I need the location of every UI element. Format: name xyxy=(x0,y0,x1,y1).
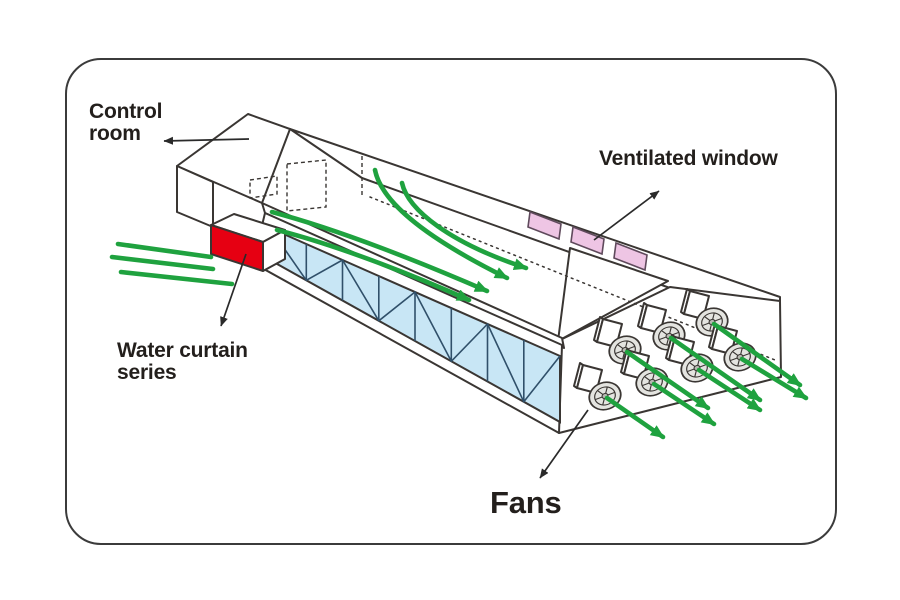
ventilated-window-2 xyxy=(570,225,605,256)
ventilated-windows-group xyxy=(527,210,648,272)
control-room-leader-arrow xyxy=(163,136,250,145)
floor-junction-dotted-line xyxy=(369,196,776,361)
interior-airflow-arrows xyxy=(269,167,529,303)
water-curtain-leader-arrow xyxy=(220,253,247,327)
control-room-label: Control room xyxy=(89,100,163,146)
ventilated-window-3 xyxy=(613,241,648,272)
ventilated-window-1 xyxy=(527,210,562,241)
water-curtain-label: Water curtain series xyxy=(117,339,248,385)
inlet-airflow-lines xyxy=(109,241,235,287)
water-curtain-box xyxy=(210,213,286,272)
fans-leader-arrow xyxy=(539,409,589,479)
fans-label: Fans xyxy=(490,485,562,520)
ventilated-window-label: Ventilated window xyxy=(599,147,778,170)
hidden-edge-dashes xyxy=(249,156,776,361)
control-room-window-outline xyxy=(249,175,278,199)
fan-exhaust-arrows xyxy=(604,321,809,440)
control-room-roof xyxy=(176,113,291,204)
ventilated-window-leader-arrow xyxy=(593,190,660,241)
leader-arrows xyxy=(163,136,660,479)
control-room-door-outline xyxy=(286,159,327,212)
